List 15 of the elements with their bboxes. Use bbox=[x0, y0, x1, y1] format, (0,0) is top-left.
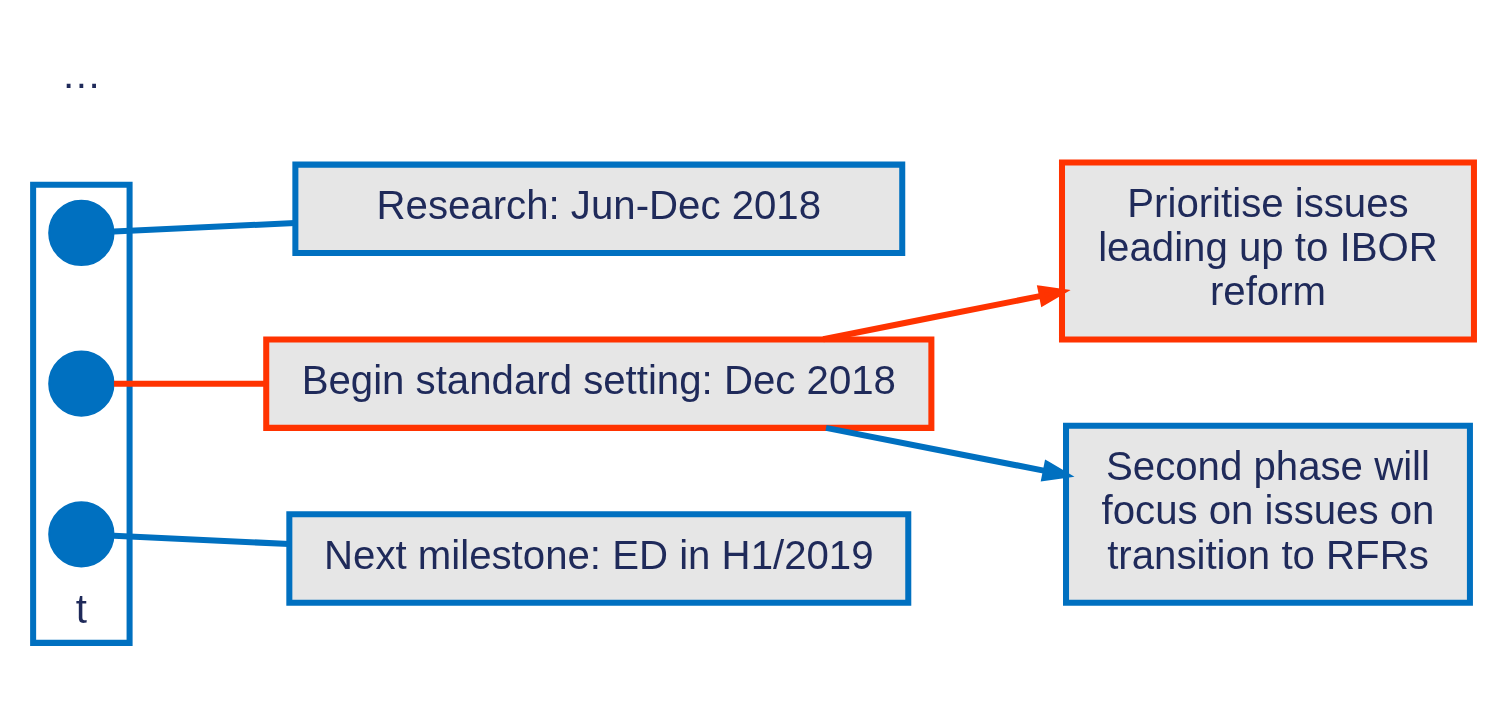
connector bbox=[113, 532, 290, 548]
arrow bbox=[822, 285, 1071, 343]
node-circle bbox=[48, 350, 115, 417]
node-box: Next milestone: ED in H1/2019 bbox=[286, 511, 912, 606]
node-box: Begin standard setting: Dec 2018 bbox=[263, 336, 935, 431]
node-box: Second phase will focus on issues on transition to RFRs bbox=[1063, 422, 1473, 606]
label: … bbox=[61, 52, 102, 98]
node-circle bbox=[48, 501, 115, 568]
connector bbox=[113, 380, 266, 387]
node-circle bbox=[48, 199, 115, 267]
arrow bbox=[825, 424, 1075, 482]
connector bbox=[113, 220, 296, 235]
node-box: Prioritise issues leading up to IBOR reform bbox=[1059, 159, 1477, 343]
cluster: t bbox=[30, 181, 133, 646]
node-box: Research: Jun-Dec 2018 bbox=[292, 161, 906, 257]
